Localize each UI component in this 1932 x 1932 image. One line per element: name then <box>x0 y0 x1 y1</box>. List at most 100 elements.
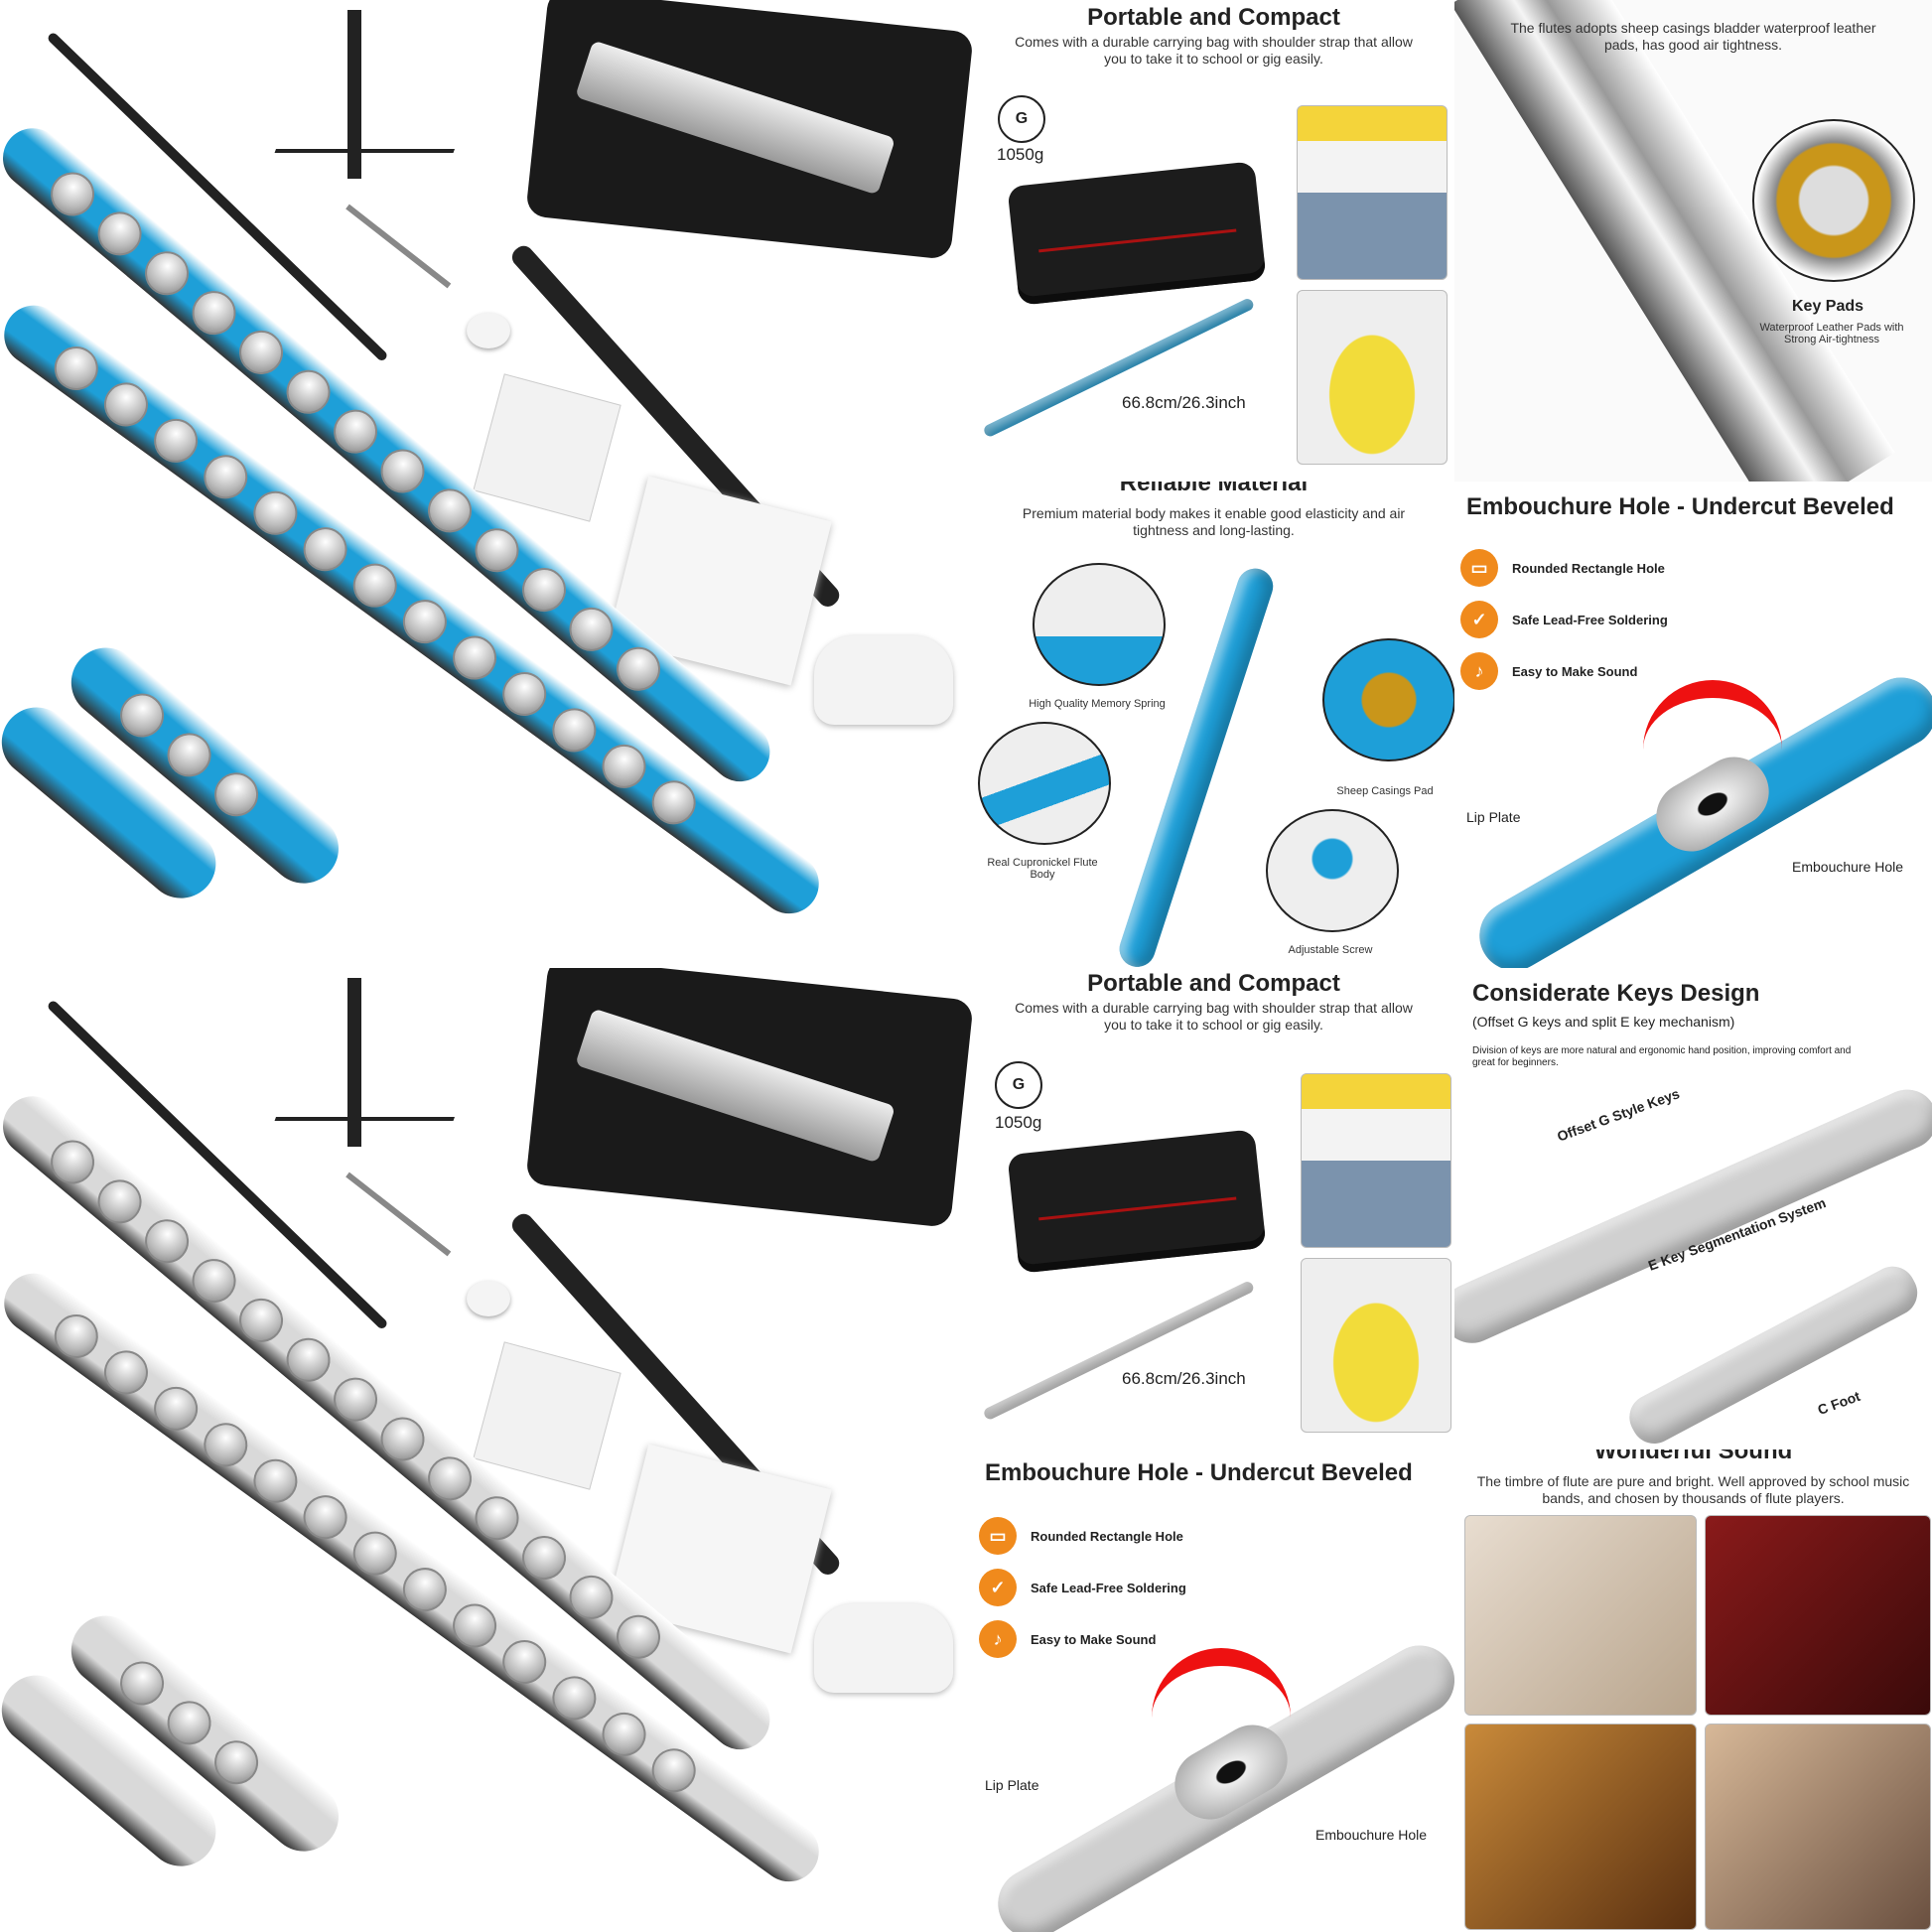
flute-key <box>244 483 307 544</box>
case-interior <box>575 1008 897 1164</box>
portable-compact-panel-blue: Portable and Compact Comes with a durabl… <box>973 0 1454 482</box>
bag-shoulder-photo <box>1297 290 1448 465</box>
flute-key <box>111 684 174 747</box>
feature-lead-free: ✓Safe Lead-Free Soldering <box>979 1569 1186 1606</box>
flute-player-photo-1 <box>1464 1515 1697 1716</box>
sheep-casings-circle <box>1322 638 1454 761</box>
white-gloves <box>814 1603 953 1693</box>
portable-compact-panel-silver: Portable and Compact Comes with a durabl… <box>973 968 1454 1449</box>
red-arrows-icon <box>1643 680 1782 767</box>
flute-key <box>95 373 157 436</box>
panel-title: Considerate Keys Design <box>1472 980 1760 1007</box>
screwdriver <box>345 1172 452 1257</box>
foot-joint-closeup <box>1621 1258 1926 1449</box>
sheep-casings-label: Sheep Casings Pad <box>1336 785 1434 797</box>
red-arrows-icon <box>1152 1648 1291 1735</box>
flute-key <box>277 1328 340 1391</box>
offset-g-label: Offset G Style Keys <box>1555 1085 1682 1145</box>
flute-case <box>525 968 973 1228</box>
thumb-rest <box>467 313 510 348</box>
bag-shoulder-photo <box>1301 1258 1451 1433</box>
flute-key <box>183 1250 245 1312</box>
rounded-hole-icon: ▭ <box>979 1517 1017 1555</box>
flute-key <box>642 771 705 834</box>
feature-rounded-hole: ▭ Rounded Rectangle Hole <box>979 1517 1183 1555</box>
blue-flute-set-photo <box>0 0 973 968</box>
flute-key <box>493 1631 555 1693</box>
memory-spring-label: High Quality Memory Spring <box>1029 698 1166 710</box>
flute-key <box>136 242 199 305</box>
adjustable-screw-label: Adjustable Screw <box>1288 944 1373 956</box>
flute-key <box>419 480 482 542</box>
flute-key <box>206 763 268 826</box>
weight-label: 1050g <box>995 145 1046 165</box>
flute-key <box>95 1341 157 1404</box>
flute-key <box>444 626 505 689</box>
flute-key <box>88 203 151 265</box>
feature-label: Safe Lead-Free Soldering <box>1031 1580 1186 1595</box>
flute-key <box>325 400 387 463</box>
keys-design-panel: Considerate Keys Design (Offset G keys a… <box>1454 968 1932 1449</box>
feature-label: Rounded Rectangle Hole <box>1031 1528 1183 1544</box>
screwdriver <box>345 204 452 289</box>
flute-key <box>513 559 576 621</box>
music-note-icon: ♪ <box>979 1620 1017 1658</box>
flute-key <box>419 1448 482 1510</box>
panel-description: The flutes adopts sheep casings bladder … <box>1510 20 1876 53</box>
flute-key <box>394 1559 456 1620</box>
callout-title: Key Pads <box>1792 298 1864 315</box>
flute-key <box>230 1289 293 1351</box>
thumb-rest <box>467 1281 510 1316</box>
flute-key <box>642 1739 705 1802</box>
flute-key <box>593 1704 655 1765</box>
flute-key <box>294 518 356 580</box>
flute-key <box>608 1605 669 1668</box>
panel-title: Reliable Material <box>1119 482 1309 496</box>
key-pad-zoom-circle <box>1752 119 1915 282</box>
rounded-hole-icon: ▭ <box>1460 549 1498 587</box>
carrying-bag-image <box>1007 1129 1267 1274</box>
panel-title: Portable and Compact <box>1087 4 1340 31</box>
feature-label: Easy to Make Sound <box>1512 663 1638 679</box>
panel-title: Wonderful Sound <box>1593 1449 1793 1464</box>
silver-flute-set-photo <box>0 968 973 1932</box>
flute-key <box>46 1306 107 1367</box>
panel-description: The timbre of flute are pure and bright.… <box>1476 1473 1910 1506</box>
music-stand <box>347 978 361 1147</box>
flute-key <box>206 1731 268 1794</box>
flute-key <box>543 699 606 761</box>
flute-key <box>444 1594 505 1657</box>
flute-key <box>513 1527 576 1589</box>
flute-key <box>345 554 406 617</box>
flute-key <box>560 598 622 660</box>
adjustable-screw-circle <box>1266 809 1399 932</box>
music-stand <box>347 10 361 179</box>
flute-key <box>42 163 104 225</box>
panel-subtitle: (Offset G keys and split E key mechanism… <box>1472 1014 1735 1030</box>
flute-key <box>145 410 207 472</box>
flute-key <box>88 1171 151 1233</box>
wonderful-sound-panel: Wonderful Sound The timbre of flute are … <box>1454 1449 1932 1932</box>
shield-check-icon: ✓ <box>1460 601 1498 638</box>
flute-key <box>46 338 107 399</box>
panel-description: Comes with a durable carrying bag with s… <box>1015 34 1413 67</box>
music-stand-legs <box>259 1117 456 1161</box>
flute-key <box>277 360 340 423</box>
weight-icon: G <box>995 1061 1042 1109</box>
bag-carried-photo <box>1297 105 1448 280</box>
case-interior <box>575 40 897 196</box>
manual-booklet <box>473 373 621 522</box>
feature-label: Easy to Make Sound <box>1031 1631 1157 1647</box>
embouchure-hole-label: Embouchure Hole <box>1315 1827 1428 1843</box>
flute-key <box>195 446 256 508</box>
length-label: 66.8cm/26.3inch <box>1122 393 1246 412</box>
flute-body-circle <box>978 722 1111 845</box>
flute-key <box>466 519 528 582</box>
bag-carried-photo <box>1301 1073 1451 1248</box>
flute-key <box>158 724 220 786</box>
flute-length-image <box>982 297 1256 439</box>
feature-easy-sound: ♪ Easy to Make Sound <box>979 1620 1156 1658</box>
flute-player-photo-4 <box>1705 1724 1931 1930</box>
panel-description: Comes with a durable carrying bag with s… <box>1015 1000 1413 1033</box>
flute-key <box>136 1210 199 1273</box>
